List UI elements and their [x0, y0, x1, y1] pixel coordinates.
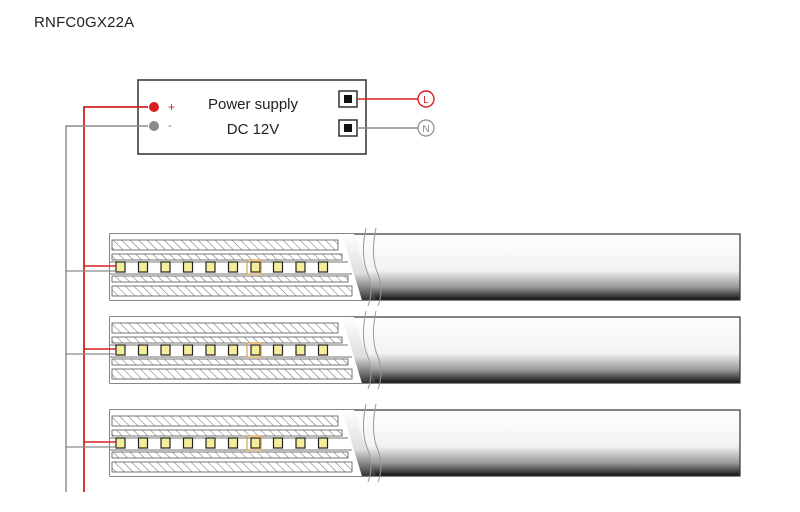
led-strip [66, 227, 741, 307]
negative-label: - [168, 118, 172, 132]
led-chip [227, 437, 239, 449]
neutral-terminal-label: N [422, 124, 429, 135]
break-line [372, 310, 382, 390]
break-line [372, 403, 382, 483]
resistor [246, 435, 262, 451]
led-chip [115, 344, 126, 356]
positive-terminal-dot [149, 102, 159, 112]
led-chip [182, 261, 194, 273]
resistor [246, 259, 262, 275]
break-line [362, 403, 372, 483]
led-chip [205, 261, 216, 273]
negative-terminal-dot [149, 121, 159, 131]
led-chip [227, 261, 239, 273]
led-strip [66, 310, 741, 390]
led-chip [227, 344, 239, 356]
led-chip [317, 344, 329, 356]
neutral-terminal-icon [417, 119, 435, 137]
break-line [372, 227, 382, 307]
power-supply: Power supply DC 12V + - [137, 79, 367, 155]
led-chip [272, 344, 284, 356]
positive-label: + [168, 100, 175, 114]
led-chip [115, 261, 126, 273]
break-line [362, 227, 372, 307]
model-number: RNFC0GX22A [34, 14, 135, 31]
positive-bus-wire [83, 106, 148, 492]
led-strips [66, 227, 741, 483]
break-line [362, 310, 372, 390]
led-chip [115, 437, 126, 449]
led-chip [272, 437, 284, 449]
live-terminal-label: L [423, 95, 429, 106]
led-chip [295, 437, 306, 449]
power-supply-title: Power supply [208, 96, 299, 113]
power-supply-voltage: DC 12V [227, 121, 280, 138]
led-chip [205, 437, 216, 449]
led-strip [66, 403, 741, 483]
led-chip [272, 261, 284, 273]
live-terminal-icon [417, 90, 435, 108]
led-chip [137, 344, 149, 356]
led-chip [137, 437, 149, 449]
resistor [246, 342, 262, 358]
led-chip [317, 437, 329, 449]
led-chip [250, 261, 261, 273]
led-chip [182, 437, 194, 449]
led-chip [295, 261, 306, 273]
led-chip [137, 261, 149, 273]
led-chip [250, 344, 261, 356]
led-chip [160, 261, 171, 273]
led-chip [205, 344, 216, 356]
led-chip [317, 261, 329, 273]
led-chip [160, 437, 171, 449]
led-chip [295, 344, 306, 356]
negative-bus-wire [65, 125, 148, 492]
led-chip [250, 437, 261, 449]
led-chip [182, 344, 194, 356]
led-chip [160, 344, 171, 356]
